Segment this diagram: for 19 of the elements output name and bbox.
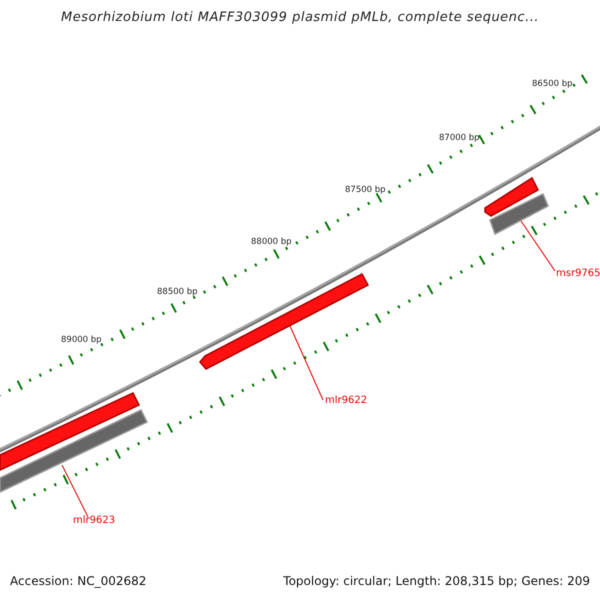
leader-line xyxy=(520,220,556,272)
diagram-title: Mesorhizobium loti MAFF303099 plasmid pMLb, complete sequenc... xyxy=(60,10,540,25)
scale-label: 88000 bp xyxy=(251,237,292,247)
gene-arrow xyxy=(484,176,539,217)
scale-label: 89000 bp xyxy=(61,335,102,345)
leader-line xyxy=(290,326,324,400)
scale-label: 86500 bp xyxy=(532,79,573,89)
info-text: Accession: NC_002682 xyxy=(10,574,146,588)
scale-label: 87500 bp xyxy=(345,185,386,195)
gene-bar xyxy=(0,409,148,494)
scale-label: 87000 bp xyxy=(439,133,480,143)
info-text: Topology: circular; Length: 208,315 bp; Genes: 209 xyxy=(283,574,590,588)
leader-line xyxy=(62,464,88,518)
gene-label: mlr9622 xyxy=(325,395,368,406)
gene-label: mlr9623 xyxy=(73,515,116,526)
gene-label: msr9765 xyxy=(556,268,600,279)
gene-arrow xyxy=(199,273,370,370)
gene-bar xyxy=(0,392,140,472)
gene-bar xyxy=(489,192,549,236)
